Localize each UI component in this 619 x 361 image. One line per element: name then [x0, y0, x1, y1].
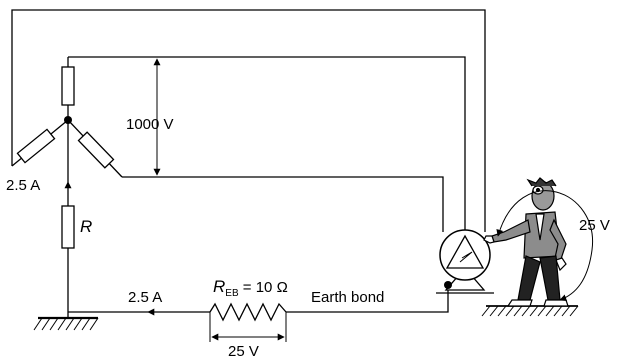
phase-wire-top	[68, 56, 466, 232]
earth-symbol-person	[481, 305, 579, 317]
phase-wire-right	[122, 176, 444, 232]
frame-earth-node	[444, 281, 452, 289]
person-figure	[483, 177, 569, 307]
earth-bond-wire-right	[286, 285, 449, 313]
label-reb-subscript: EB	[225, 288, 239, 299]
label-reb: REB = 10 Ω	[213, 277, 288, 299]
phase-wire-left	[11, 9, 486, 232]
machine-housing	[436, 229, 494, 294]
label-current-bottom: 2.5 A	[128, 289, 162, 306]
label-resistor-r: R	[80, 217, 92, 236]
voltage-arrow-touch	[496, 190, 594, 302]
label-reb-value: = 10 Ω	[239, 279, 288, 296]
earth-symbol-left	[33, 316, 99, 331]
label-reb-symbol: R	[213, 277, 225, 296]
label-current-left: 2.5 A	[6, 177, 40, 194]
resistor-r	[61, 205, 75, 249]
resistor-phase-left	[16, 128, 56, 164]
label-voltage-bond: 25 V	[228, 343, 259, 360]
resistor-phase-top	[61, 66, 75, 106]
label-voltage-touch: 25 V	[579, 217, 610, 234]
resistor-reb	[209, 302, 287, 322]
resistor-phase-right	[77, 131, 115, 169]
label-voltage-phase: 1000 V	[126, 116, 174, 133]
label-earth-bond: Earth bond	[311, 289, 384, 306]
